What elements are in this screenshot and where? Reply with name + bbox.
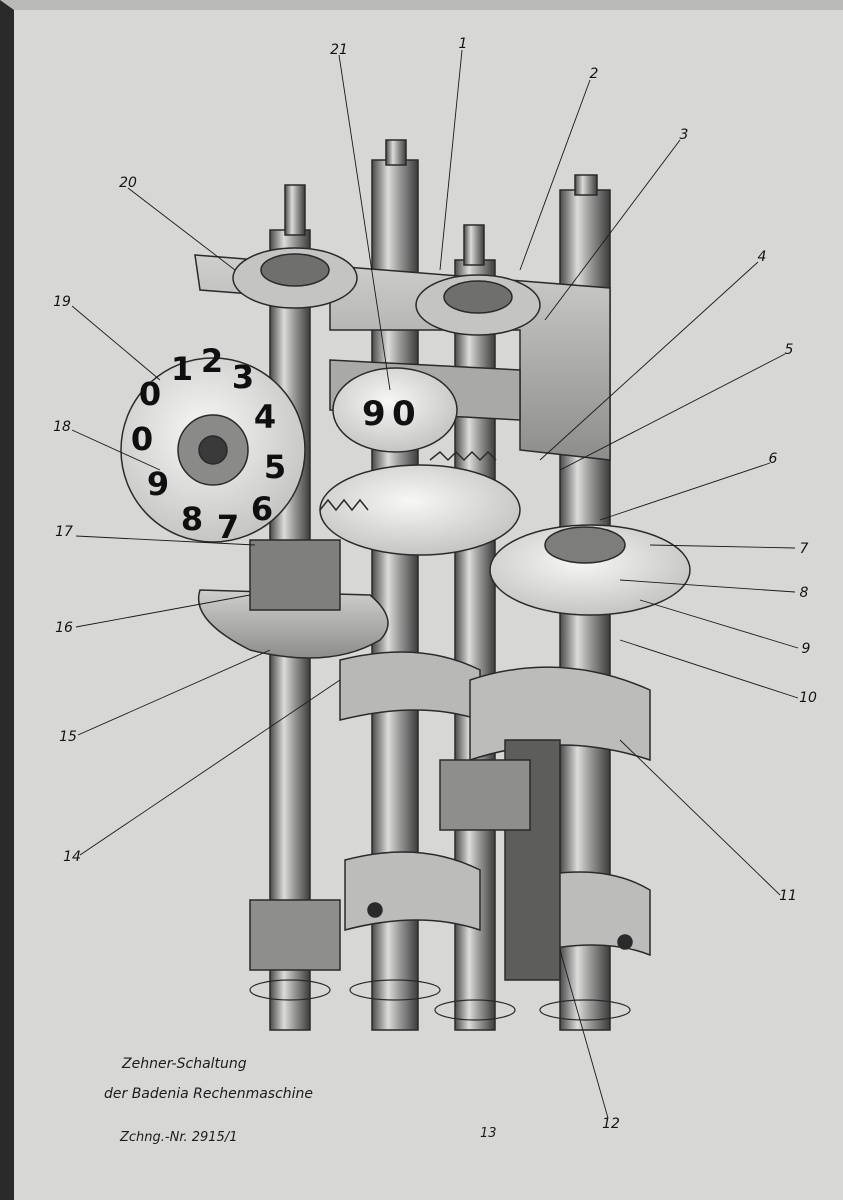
svg-text:8: 8 [181,500,203,538]
callout-3: 3 [679,127,689,143]
caption-title-line-1: Zehner-Schaltung [122,1056,247,1072]
shaft-center-tip [463,224,485,266]
callout-11: 11 [779,888,797,904]
callout-19: 19 [53,294,71,310]
callout-4: 4 [757,249,767,265]
callout-20: 20 [119,175,137,191]
callout-12: 12 [602,1116,620,1132]
svg-text:3: 3 [232,358,254,396]
svg-text:7: 7 [217,508,239,546]
callout-21: 21 [330,42,348,58]
number-wheel: 0 1 2 3 4 5 6 7 8 9 0 [120,342,306,546]
leader-lines [71,49,799,1119]
callout-16: 16 [55,620,73,636]
carry-disc-right [489,524,691,616]
callout-10: 10 [799,690,817,706]
pinion-center [439,759,531,831]
coil-spring-right [429,450,497,462]
svg-text:0: 0 [131,420,153,458]
svg-text:6: 6 [251,490,273,528]
svg-text:0: 0 [139,375,161,413]
svg-text:5: 5 [264,448,286,486]
coil-spring-left [319,498,369,512]
callout-14: 14 [63,849,81,865]
bracket-center [339,651,481,722]
svg-text:1: 1 [171,350,193,388]
shaft-right-tip [574,174,598,196]
shaft-bases [249,979,631,1021]
callout-9: 9 [801,641,811,657]
lower-plates [197,539,651,981]
pinion-bottom [249,899,341,971]
shaft-center-left-tip [385,139,407,166]
callout-7: 7 [799,541,809,557]
callout-2: 2 [589,66,599,82]
svg-text:0: 0 [392,394,416,434]
pinion-left-top [249,539,341,611]
shaft-left-tip [284,184,306,236]
callout-1: 1 [458,36,468,52]
svg-text:9: 9 [147,465,169,503]
callout-5: 5 [784,342,794,358]
carry-mechanism: 9 0 [319,367,691,616]
callout-8: 8 [799,585,809,601]
svg-text:9: 9 [362,394,386,434]
svg-text:4: 4 [254,398,276,436]
callout-6: 6 [768,451,778,467]
caption-title-line-2: der Badenia Rechenmaschine [104,1086,314,1102]
callout-17: 17 [55,524,73,540]
small-number-wheel [332,367,458,453]
drawing-number: Zchng.-Nr. 2915/1 [120,1130,238,1145]
svg-text:2: 2 [201,342,223,380]
top-star-gears [232,247,541,336]
page-number: 13 [480,1126,497,1141]
bracket-lower-center [344,851,481,932]
carry-disc-center [319,464,521,556]
callout-18: 18 [53,419,71,435]
callout-15: 15 [59,729,77,745]
